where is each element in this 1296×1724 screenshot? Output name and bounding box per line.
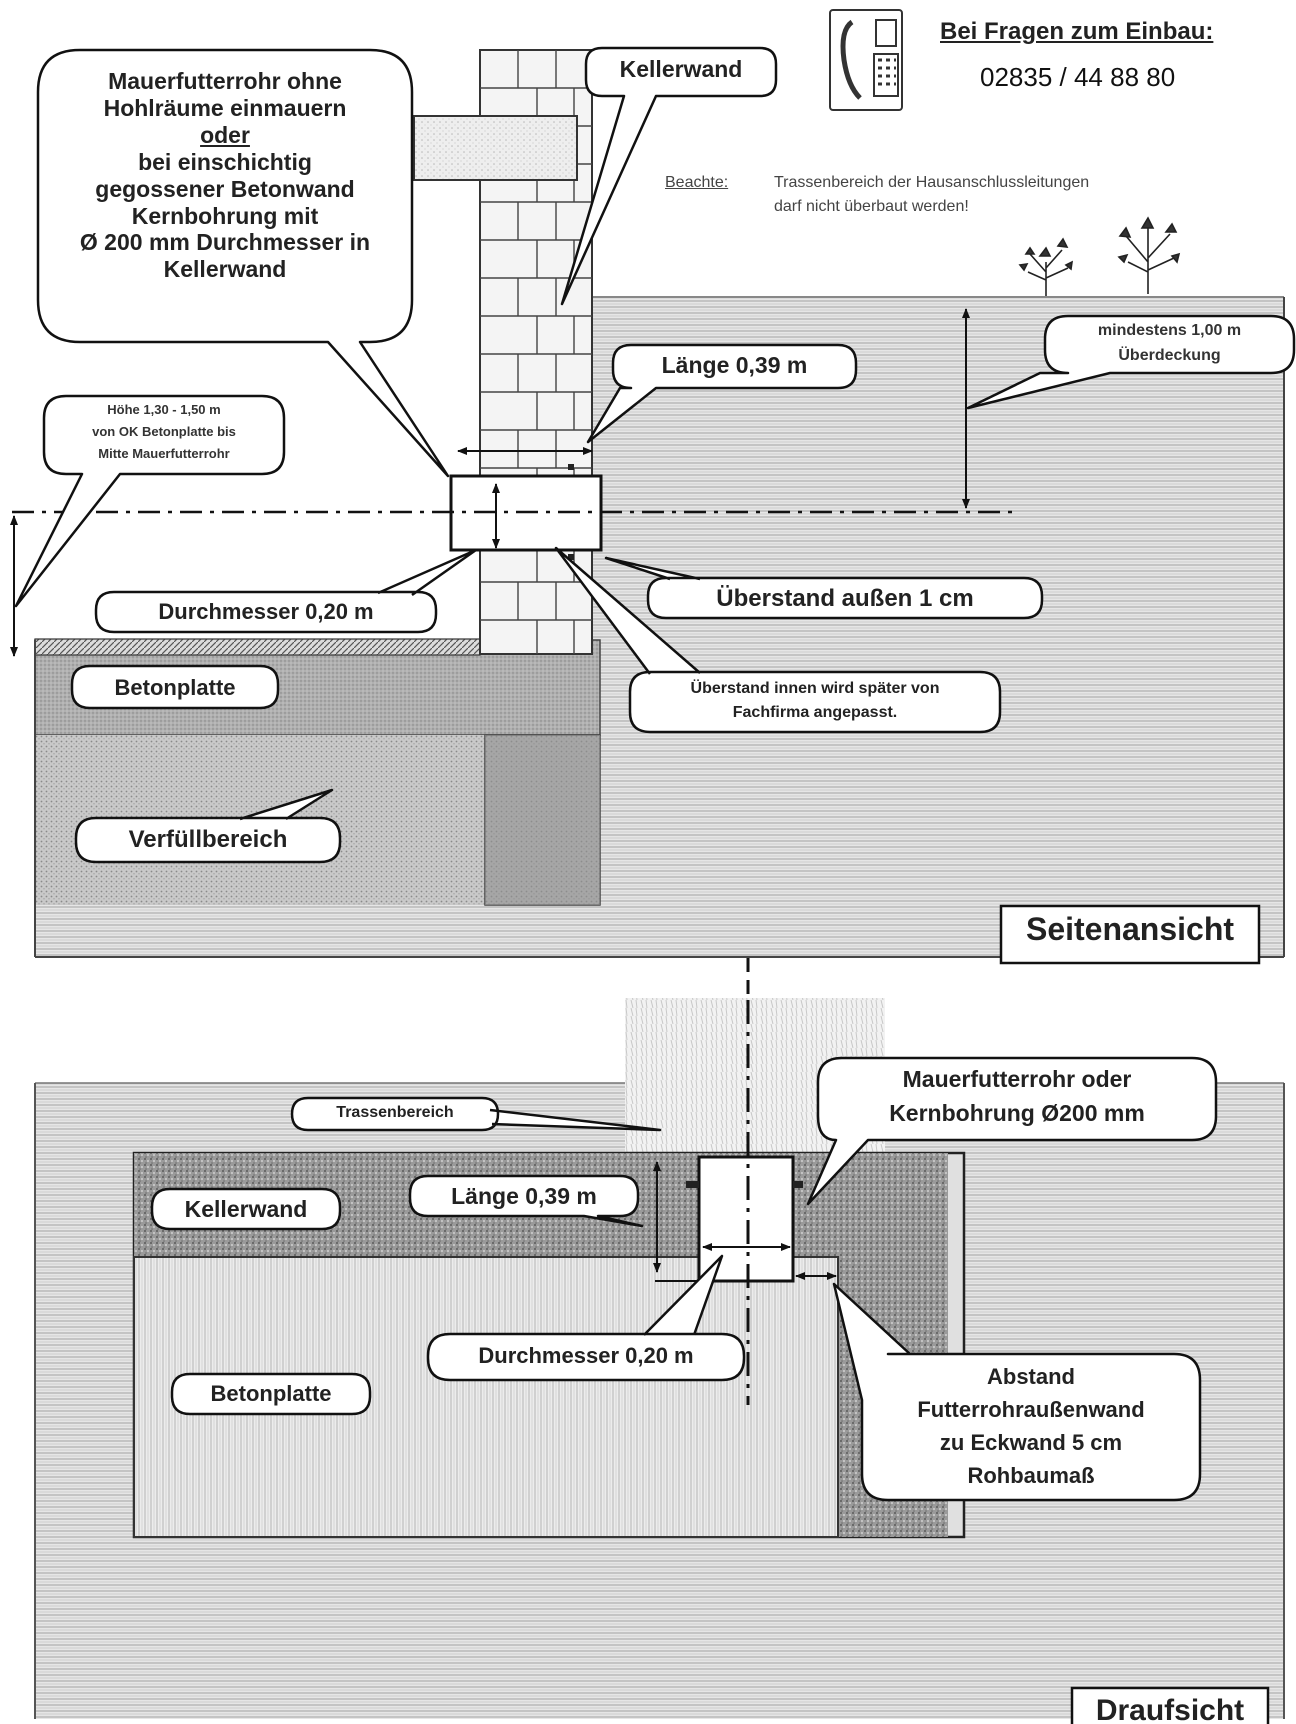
abstand-line4: Rohbaumaß	[967, 1463, 1095, 1488]
abstand-line1: Abstand	[987, 1364, 1075, 1389]
masonry-line4: bei einschichtig	[138, 148, 312, 175]
note-line1: Trassenbereich der Hausanschlussleitunge…	[774, 174, 1090, 191]
masonry-line8: Kellerwand	[163, 256, 287, 283]
telephone-icon	[829, 9, 903, 111]
callout-durchmesser-bubble	[94, 548, 478, 634]
draufsicht-box	[1070, 1686, 1270, 1724]
laenge-label: Länge 0,39 m	[661, 352, 808, 378]
betonplatte-top-label: Betonplatte	[210, 1381, 332, 1406]
callout-abstand-bubble	[832, 1282, 1202, 1502]
masonry-line3: oder	[200, 121, 250, 148]
draufsicht-title: Draufsicht	[1095, 1694, 1245, 1724]
callout-trassen-bubble	[290, 1096, 662, 1132]
note-line2: darf nicht überbaut werden!	[774, 198, 969, 215]
pipe-line1: Mauerfutterrohr oder	[902, 1066, 1132, 1092]
durchmesser-label: Durchmesser 0,20 m	[158, 599, 374, 624]
hoehe-line1: Höhe 1,30 - 1,50 m	[107, 402, 221, 417]
masonry-line5: gegossener Betonwand	[95, 175, 355, 202]
side-view	[10, 9, 1296, 965]
hoehe-line2: von OK Betonplatte bis	[92, 424, 236, 439]
question-label: Bei Fragen zum Einbau:	[940, 18, 1214, 45]
durchmesser-top-label: Durchmesser 0,20 m	[478, 1343, 694, 1368]
ueberdeckung-line1: mindestens 1,00 m	[1097, 322, 1242, 339]
callout-kellerwand-bubble	[560, 46, 778, 306]
callout-ueberstand-aussen-bubble	[604, 556, 1044, 620]
callout-ueberstand-innen-bubble	[554, 546, 1002, 734]
hoehe-line3: Mitte Mauerfutterrohr	[98, 446, 230, 461]
abstand-line2: Futterrohraußenwand	[917, 1397, 1145, 1422]
plant-icon	[1018, 216, 1181, 296]
pipe-line2: Kernbohrung Ø200 mm	[889, 1100, 1145, 1126]
callout-laenge-top-bubble	[408, 1174, 644, 1228]
note-label: Beachte:	[665, 174, 729, 191]
abstand-text: Abstand Futterrohraußenwand zu Eckwand 5…	[862, 1360, 1200, 1492]
masonry-line1: Mauerfutterrohr ohne	[108, 68, 342, 94]
callout-durchmesser-top-bubble	[426, 1254, 746, 1382]
trassenbereich-label: Trassenbereich	[336, 1104, 454, 1121]
laenge-top-label: Länge 0,39 m	[451, 1183, 597, 1209]
soil-outside	[590, 297, 1284, 957]
callout-kellerwand-top-bubble	[150, 1187, 342, 1231]
callout-betonplatte-top-bubble	[170, 1372, 372, 1416]
callout-masonry-bubble	[36, 48, 450, 478]
abstand-line3: zu Eckwand 5 cm	[939, 1430, 1123, 1455]
betonplatte-side-label: Betonplatte	[114, 675, 236, 700]
callout-hoehe-bubble	[14, 394, 286, 608]
callout-laenge-bubble	[586, 343, 858, 444]
callout-pipe-bubble	[806, 1056, 1218, 1206]
kellerwand-top-label: Kellerwand	[184, 1196, 308, 1222]
ueberstand-innen-line1: Überstand innen wird später von	[690, 680, 940, 697]
masonry-line6: Kernbohrung mit	[131, 202, 319, 229]
ueberdeckung-line2: Überdeckung	[1118, 347, 1221, 364]
seitenansicht-title: Seitenansicht	[1025, 911, 1235, 947]
masonry-line7: Ø 200 mm Durchmesser in	[79, 229, 371, 256]
callout-ueberdeckung-bubble	[966, 314, 1296, 410]
kellerwand-label: Kellerwand	[619, 56, 743, 82]
ceiling-slab	[413, 115, 578, 181]
masonry-line2: Hohlräume einmauern	[103, 94, 347, 121]
callout-masonry-text: Mauerfutterrohr ohne Hohlräume einmauern…	[40, 68, 410, 283]
top-view	[34, 998, 1285, 1724]
verfuellbereich-label: Verfüllbereich	[128, 826, 288, 853]
callout-betonplatte-bubble	[70, 664, 280, 710]
pipe-sleeve-top	[697, 1155, 795, 1283]
ueberstand-aussen-label: Überstand außen 1 cm	[716, 585, 974, 612]
phone-number[interactable]: 02835 / 44 88 80	[980, 62, 1176, 92]
seitenansicht-box	[999, 904, 1261, 965]
ueberstand-innen-line2: Fachfirma angepasst.	[732, 704, 898, 721]
callout-verfuell-bubble	[74, 788, 342, 864]
floor-hatch	[34, 638, 481, 656]
